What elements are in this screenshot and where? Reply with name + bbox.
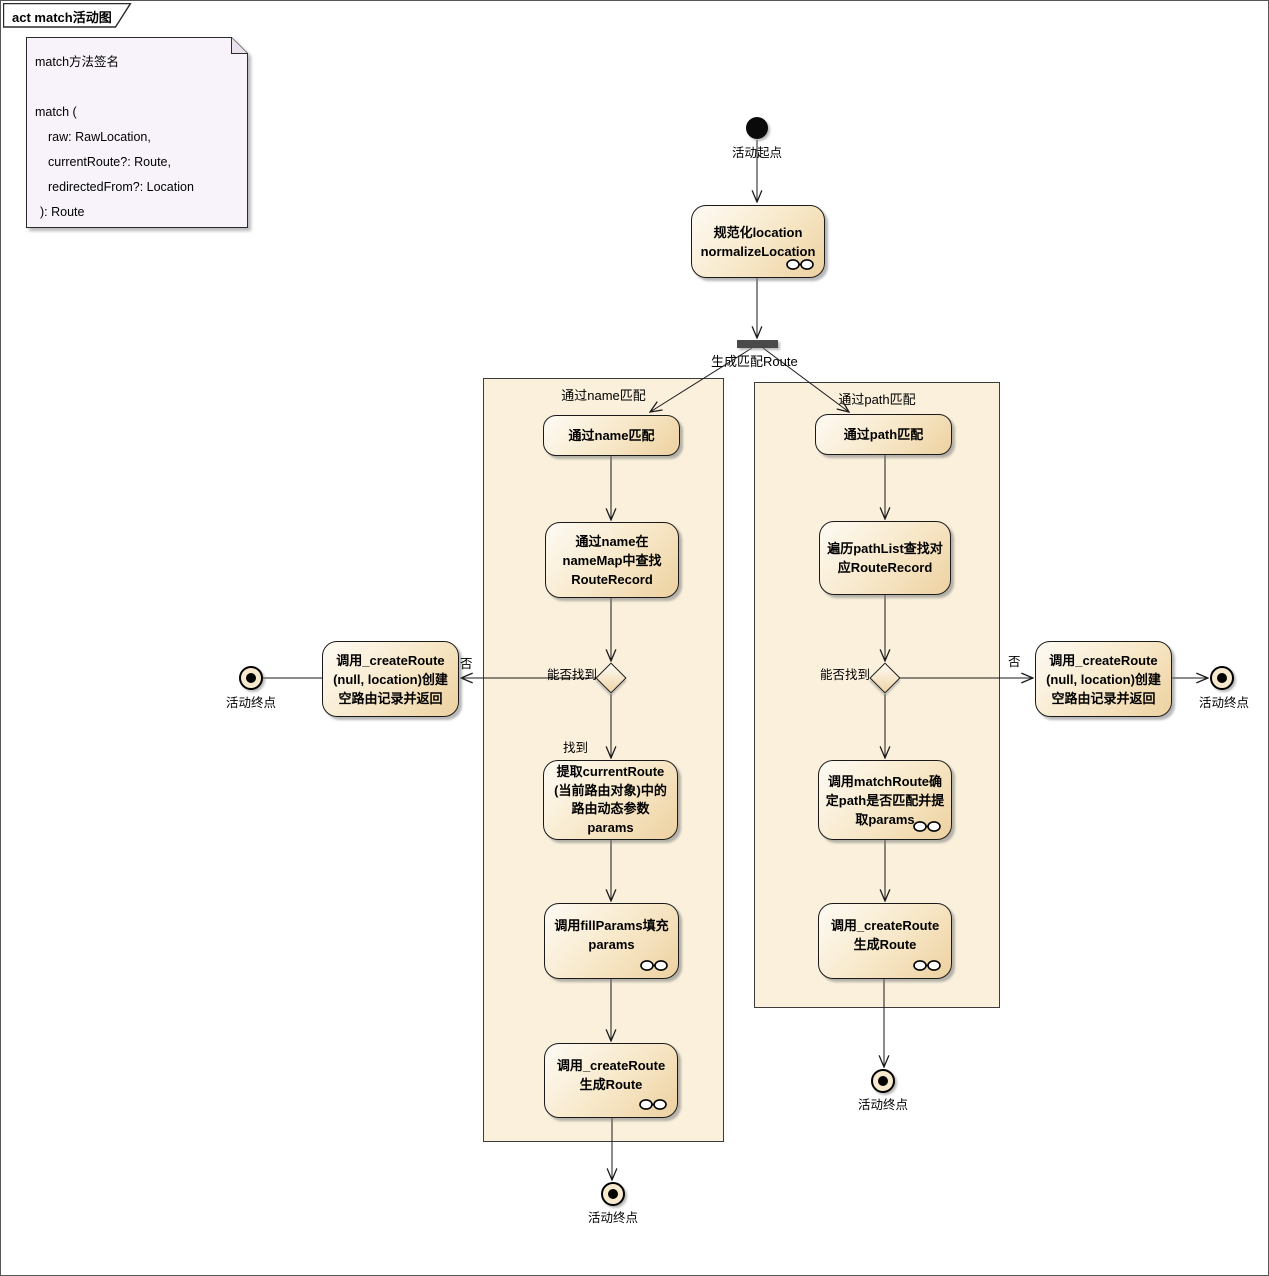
final-node-bottom-left-label: 活动终点 (587, 1211, 638, 1225)
initial-node-label: 活动起点 (731, 146, 782, 160)
note-line (26, 75, 248, 100)
subactivity-rake-icon (786, 259, 814, 270)
activity-create-empty-route-left: 调用_createRoute (null, location)创建 空路由记录并… (322, 641, 459, 717)
frame-tab: act match活动图 (2, 2, 133, 28)
subactivity-rake-icon (639, 1099, 667, 1110)
activity-label: 通过name匹配 (568, 428, 655, 443)
activity-label: 通过path匹配 (843, 427, 924, 442)
subactivity-rake-icon (640, 960, 668, 971)
subactivity-rake-icon (913, 821, 941, 832)
fork-label: 生成匹配Route (711, 354, 798, 369)
final-node-bottom-right-label: 活动终点 (857, 1098, 908, 1112)
initial-node (746, 117, 768, 139)
note-line: ): Route (40, 205, 85, 219)
activity-label: 遍历pathList查找对 应RouteRecord (827, 541, 943, 575)
note-line: match方法签名 (35, 55, 120, 69)
final-node-right (1210, 666, 1234, 690)
frame-title: act match活动图 (12, 10, 112, 25)
frame-tab-shape (2, 2, 132, 28)
activity-extract-params: 提取currentRoute (当前路由对象)中的 路由动态参数 params (543, 760, 678, 840)
activity-label: 调用_createRoute (null, location)创建 空路由记录并… (1046, 652, 1161, 706)
activity-label: 调用fillParams填充 params (554, 918, 669, 952)
activity-label: 调用_createRoute 生成Route (830, 918, 940, 952)
activity-fill-params: 调用fillParams填充 params (544, 903, 679, 979)
final-node-bottom-right (871, 1069, 895, 1093)
note-fold-corner (231, 37, 248, 54)
activity-label: 调用_createRoute 生成Route (556, 1057, 666, 1092)
partition-by-name-label: 通过name匹配 (561, 388, 646, 403)
note-line: currentRoute?: Route, (48, 155, 171, 169)
activity-label: 调用_createRoute (null, location)创建 空路由记录并… (333, 652, 448, 706)
activity-traverse-pathlist: 遍历pathList查找对 应RouteRecord (819, 521, 951, 595)
guard-can-find-left: 能否找到 (547, 668, 598, 682)
activity-by-name: 通过name匹配 (543, 415, 680, 456)
activity-create-route-left: 调用_createRoute 生成Route (544, 1043, 678, 1118)
edge-fork-to-by-path (762, 347, 849, 412)
activity-lookup-namemap: 通过name在 nameMap中查找 RouteRecord (545, 522, 679, 598)
note-line: match ( (35, 105, 77, 119)
activity-match-route: 调用matchRoute确 定path是否匹配并提 取params (818, 760, 952, 840)
final-node-bottom-left (601, 1182, 625, 1206)
note-text: match方法签名 match ( raw: RawLocation, curr… (26, 37, 248, 228)
note-match-signature: match方法签名 match ( raw: RawLocation, curr… (26, 37, 248, 228)
note-line: redirectedFrom?: Location (48, 180, 194, 194)
activity-label: 通过name在 nameMap中查找 RouteRecord (562, 533, 662, 587)
note-line: raw: RawLocation, (48, 130, 151, 144)
activity-create-route-right: 调用_createRoute 生成Route (818, 903, 952, 979)
fork-node (737, 340, 778, 348)
subactivity-rake-icon (913, 960, 941, 971)
activity-create-empty-route-right: 调用_createRoute (null, location)创建 空路由记录并… (1035, 641, 1172, 717)
final-node-right-label: 活动终点 (1198, 696, 1249, 710)
guard-found-left: 找到 (563, 741, 589, 755)
note-shape (26, 37, 248, 228)
activity-label: 提取currentRoute (当前路由对象)中的 路由动态参数 params (554, 764, 667, 835)
activity-by-path: 通过path匹配 (815, 414, 952, 455)
guard-no-left: 否 (460, 657, 473, 671)
final-node-left (239, 666, 263, 690)
activity-label: 调用matchRoute确 定path是否匹配并提 取params (825, 773, 945, 827)
activity-normalize-location: 规范化location normalizeLocation (691, 205, 825, 278)
partition-by-path-label: 通过path匹配 (838, 392, 916, 407)
final-node-left-label: 活动终点 (225, 696, 276, 710)
guard-no-right: 否 (1008, 655, 1021, 669)
edge-fork-to-by-name (650, 347, 753, 412)
activity-label: 规范化location normalizeLocation (700, 224, 816, 259)
guard-can-find-right: 能否找到 (820, 668, 871, 682)
